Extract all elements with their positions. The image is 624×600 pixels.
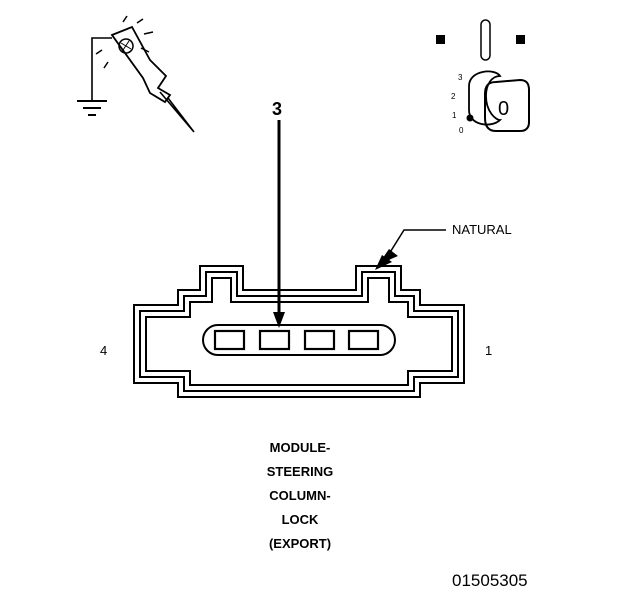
caption-line: LOCK xyxy=(281,512,319,527)
connector-icon xyxy=(133,265,465,398)
left-pin-number: 4 xyxy=(100,343,107,358)
caption-line: COLUMN- xyxy=(269,488,331,503)
component-caption: MODULE- STEERING COLUMN- LOCK (EXPORT) xyxy=(200,436,400,556)
connector-color-label: NATURAL xyxy=(452,222,512,237)
caption-line: STEERING xyxy=(266,464,334,479)
figure-number: 01505305 xyxy=(452,571,528,590)
terminal-cavity-2 xyxy=(303,329,336,351)
caption-line: MODULE- xyxy=(269,440,331,455)
test-probe-icon xyxy=(77,15,195,133)
ignition-position-3: 3 xyxy=(458,73,463,82)
ignition-key-icon xyxy=(466,70,530,132)
ground-symbol-icon xyxy=(77,100,107,116)
right-pin-number: 1 xyxy=(485,343,492,358)
natural-leader-arrow xyxy=(375,229,446,270)
ignition-position-1: 1 xyxy=(452,111,457,120)
ignition-switch-icon xyxy=(436,19,525,61)
ignition-position-0: 0 xyxy=(459,126,464,135)
terminal-cavity-4 xyxy=(213,329,246,351)
caption-line: (EXPORT) xyxy=(268,536,332,551)
pin-callout-arrow xyxy=(273,120,285,328)
ignition-key-label: 0 xyxy=(498,98,509,120)
pin-callout-label: 3 xyxy=(272,99,282,119)
ignition-position-2: 2 xyxy=(451,92,456,101)
terminal-cavity-1 xyxy=(347,329,380,351)
terminal-cavity-3 xyxy=(258,329,291,351)
